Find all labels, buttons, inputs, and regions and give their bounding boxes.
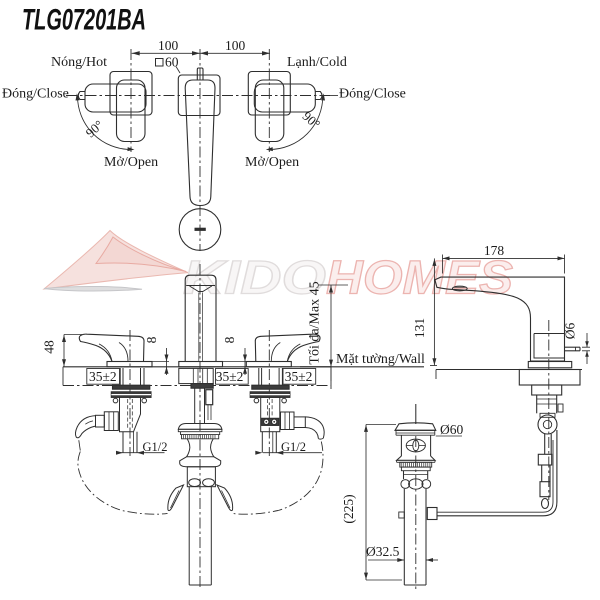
svg-text:Mặt tường/Wall: Mặt tường/Wall: [336, 352, 425, 367]
svg-text:35±2: 35±2: [216, 369, 244, 384]
svg-text:48: 48: [42, 340, 57, 354]
svg-text:Lạnh/Cold: Lạnh/Cold: [287, 55, 347, 70]
svg-text:G1/2: G1/2: [143, 440, 168, 454]
svg-text:35±2: 35±2: [285, 369, 313, 384]
svg-text:100: 100: [225, 38, 246, 53]
svg-text:Đóng/Close: Đóng/Close: [2, 87, 69, 102]
svg-text:Ø32.5: Ø32.5: [366, 544, 400, 559]
svg-text:Ø6: Ø6: [563, 323, 578, 340]
svg-text:TLG07201BA: TLG07201BA: [22, 4, 146, 37]
svg-text:KIDO: KIDO: [183, 251, 326, 304]
svg-text:(225): (225): [341, 494, 356, 523]
svg-text:8: 8: [144, 336, 159, 343]
svg-text:Ø60: Ø60: [440, 422, 463, 437]
svg-text:Đóng/Close: Đóng/Close: [339, 87, 406, 102]
svg-text:Mở/Open: Mở/Open: [104, 155, 158, 170]
svg-text:G1/2: G1/2: [281, 440, 306, 454]
svg-text:35±2: 35±2: [89, 369, 117, 384]
svg-text:100: 100: [158, 38, 179, 53]
svg-text:Tối đa/Max 45: Tối đa/Max 45: [308, 281, 323, 364]
svg-text:60: 60: [165, 55, 179, 70]
svg-text:131: 131: [412, 318, 427, 338]
svg-text:8: 8: [222, 336, 237, 343]
svg-text:Mở/Open: Mở/Open: [245, 155, 299, 170]
svg-text:178: 178: [484, 243, 505, 258]
svg-text:Nóng/Hot: Nóng/Hot: [51, 55, 107, 70]
